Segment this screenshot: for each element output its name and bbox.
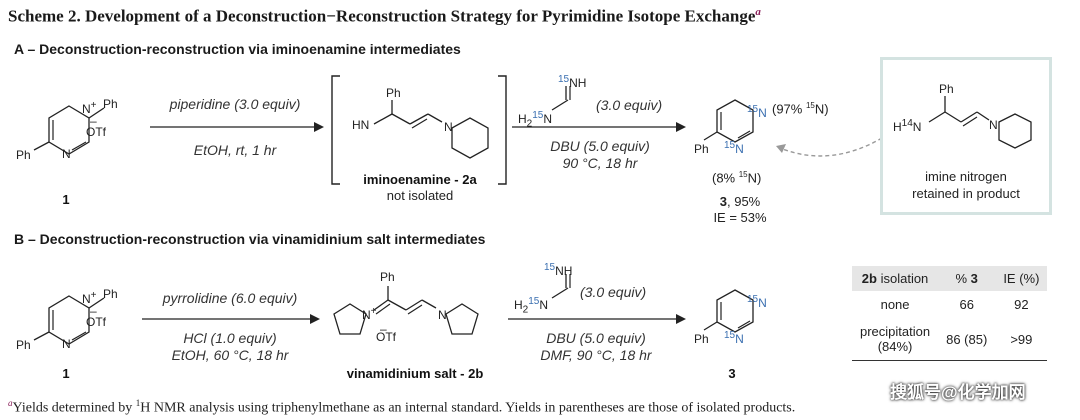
step2-reagent-a: (3.0 equiv) [596, 97, 663, 113]
atom-ph: Ph [103, 287, 118, 301]
step2-conditions-a: 90 °C, 18 hr [562, 155, 638, 171]
atom-h2-15n: H215N [518, 110, 553, 130]
atom-n: N [444, 120, 453, 134]
table-cell-ie: 92 [1014, 297, 1029, 312]
retention-dashed-arrow [776, 137, 883, 157]
atom-15nh: 15NH [544, 262, 573, 278]
step2-conditions-b: DMF, 90 °C, 18 hr [540, 347, 652, 363]
table-header-yield: % 3 [938, 266, 996, 291]
callout-line1: imine nitrogen [925, 169, 1007, 184]
pyridinium-1-a-structure [33, 105, 105, 155]
step2-base-a: DBU (5.0 equiv) [550, 138, 650, 154]
atom-ph: Ph [16, 148, 31, 162]
atom-n: N [62, 147, 71, 161]
table-header-isolation: 2b isolation [852, 266, 939, 291]
iminoenamine-structure [331, 75, 507, 185]
imine-retention-callout: Ph H14N N imine nitrogen retained in pro… [880, 57, 1052, 215]
vinamidinium-structure [333, 286, 479, 335]
callout-iminoenamine-structure [928, 96, 1032, 149]
atom-n: N [62, 337, 71, 351]
step1-conditions-a: EtOH, rt, 1 hr [193, 142, 277, 158]
atom-otf: OTf [86, 125, 106, 139]
formamidine-structure-a [551, 86, 571, 111]
step2-reagent-b: (3.0 equiv) [580, 284, 647, 300]
atom-h2-15n: H215N [514, 296, 549, 316]
reaction-arrow-b1 [142, 314, 320, 324]
atom-ph: Ph [103, 97, 118, 111]
step1-reagent-a: piperidine (3.0 equiv) [169, 96, 301, 112]
compound-1-label-b: 1 [62, 366, 70, 381]
table-row: none 66 92 [852, 291, 1047, 318]
reaction-arrow-a1 [150, 122, 324, 132]
step1-conditions-b: EtOH, 60 °C, 18 hr [171, 347, 289, 363]
atom-ph: Ph [939, 82, 954, 96]
atom-ph: Ph [694, 332, 709, 346]
scheme-title: Scheme 2. Development of a Deconstructio… [8, 6, 761, 27]
atom-h14n: H14N [893, 118, 922, 134]
intermediate-2a-note: not isolated [386, 188, 454, 203]
atom-minus: – [380, 322, 387, 336]
product-3-label-b: 3 [728, 366, 736, 381]
isolation-results-table: 2b isolation % 3 IE (%) none 66 92 preci… [852, 266, 1048, 361]
section-b-title: B – Deconstruction-reconstruction via vi… [14, 231, 486, 247]
atom-ph: Ph [694, 142, 709, 156]
atom-minus: – [90, 114, 97, 128]
callout-caption: imine nitrogen retained in product [883, 168, 1049, 202]
compound-1-label-a: 1 [62, 192, 70, 207]
atom-otf: OTf [376, 330, 396, 344]
atom-ph: Ph [380, 270, 395, 284]
intermediate-2a-label: iminoenamine - 2a [363, 172, 477, 187]
reaction-arrow-a2 [512, 122, 686, 132]
footnote-mark: a [755, 6, 761, 18]
pyridinium-1-b-structure [33, 295, 105, 345]
isotope-bottom-percent: (8% 15N) [712, 170, 762, 186]
isotope-top-percent: (97% 15N) [772, 101, 829, 117]
footnote: aYields determined by 1H NMR analysis us… [8, 398, 796, 416]
table-cell-isolation: none [880, 297, 910, 312]
atom-15n-top: 15N [747, 104, 767, 120]
table-cell-yield: 86 (85) [938, 318, 996, 361]
table-cell-ie: >99 [995, 318, 1048, 361]
atom-15n-bottom: 15N [724, 140, 744, 156]
pyrimidine-product-a-structure [703, 99, 754, 143]
step1-acid-b: HCl (1.0 equiv) [183, 330, 277, 346]
atom-ph: Ph [16, 338, 31, 352]
atom-n-plus: N+ [82, 100, 97, 116]
atom-n: N [989, 118, 998, 132]
product-3-ie-a: IE = 53% [713, 210, 767, 225]
table-row: precipitation(84%) 86 (85) >99 [852, 318, 1048, 361]
pyrimidine-product-b-structure [703, 289, 754, 333]
atom-otf: OTf [86, 315, 106, 329]
reaction-arrow-b2 [508, 314, 686, 324]
step2-base-b: DBU (5.0 equiv) [546, 330, 646, 346]
atom-hn: HN [352, 118, 370, 132]
table-cell-yield: 66 [959, 297, 974, 312]
product-3-yield-a: 3, 95% [719, 194, 761, 209]
step1-reagent-b: pyrrolidine (6.0 equiv) [162, 290, 298, 306]
atom-15nh: 15NH [558, 74, 587, 90]
atom-15n-bottom: 15N [724, 330, 744, 346]
atom-minus: – [90, 304, 97, 318]
atom-15n-top: 15N [747, 294, 767, 310]
atom-n-plus: N+ [362, 306, 377, 322]
atom-ph: Ph [386, 86, 401, 100]
section-a-title: A – Deconstruction-reconstruction via im… [14, 41, 461, 57]
scheme-number: Scheme 2. [8, 6, 81, 26]
formamidine-structure-b [551, 274, 571, 299]
callout-line2: retained in product [912, 186, 1020, 201]
intermediate-2b-label: vinamidinium salt - 2b [346, 366, 484, 381]
scheme-title-text: Development of a Deconstruction−Reconstr… [84, 6, 756, 26]
table-header-ie: IE (%) [995, 266, 1048, 291]
atom-n: N [438, 308, 447, 322]
atom-n-plus: N+ [82, 290, 97, 306]
watermark: 搜狐号@化学加网 [890, 383, 1026, 402]
table-cell-isolation: precipitation(84%) [852, 318, 939, 361]
table-header-row: 2b isolation % 3 IE (%) [852, 266, 1048, 291]
